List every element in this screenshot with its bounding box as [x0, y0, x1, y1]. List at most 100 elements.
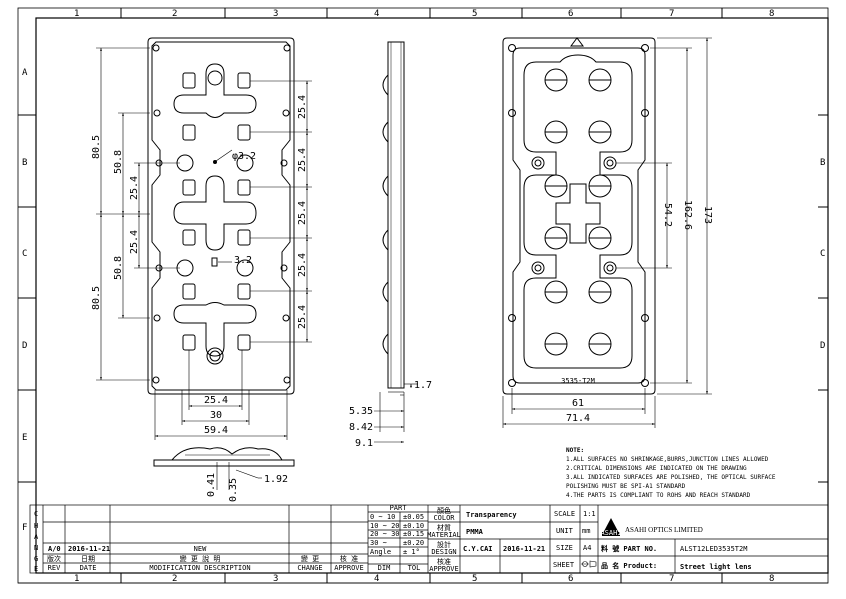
col-rev-label: 版次 [47, 554, 61, 563]
tolerance-range: 20 ~ 30 [370, 530, 400, 538]
row-label: D [22, 341, 27, 351]
tolerance-value: ±0.15 [403, 530, 424, 538]
note-line: POLISHING MUST BE SPI-A1 STANDARD [566, 483, 686, 490]
dim-r-25-4-5: 25.4 [297, 305, 308, 329]
part-number: ALST12LED3535T2M [680, 545, 747, 553]
scale-value: 1:1 [583, 510, 596, 518]
col-label: 4 [374, 9, 379, 19]
company-logo-icon: ASAHI [600, 518, 622, 537]
row-label: B [22, 158, 27, 168]
change-letter: C [34, 510, 38, 518]
size-label: SIZE [556, 544, 573, 552]
color-label: 顏色 [437, 506, 451, 515]
col-change-label: 變 更 [301, 554, 319, 563]
col-rev-label-en: REV [48, 564, 61, 572]
material-value: PMMA [466, 528, 484, 536]
dim-50-8-bottom: 50.8 [113, 256, 124, 280]
dim-r-25-4-2: 25.4 [297, 148, 308, 172]
dim-162-6: 162.6 [682, 200, 693, 230]
note-line: 3.ALL INDICATED SURFACES ARE POLISHED, T… [566, 474, 776, 481]
scale-label: SCALE [554, 510, 575, 518]
dim-25-4-a: 25.4 [129, 176, 140, 200]
change-letter: A [34, 533, 39, 541]
dim-80-5-top: 80.5 [91, 135, 102, 159]
design-label-en: DESIGN [431, 548, 456, 556]
dim-3-2: 3.2 [234, 255, 252, 266]
dim-80-5-bottom: 80.5 [91, 286, 102, 310]
notes-title: NOTE: [566, 447, 584, 454]
col-label: 3 [273, 9, 278, 19]
svg-text:ASAHI: ASAHI [600, 529, 621, 537]
revision-description: NEW [194, 545, 207, 553]
dim-0-35: 0.35 [228, 478, 239, 502]
dim-71-4: 71.4 [566, 413, 590, 424]
col-label: 5 [472, 9, 477, 19]
approve-label: 核准 [437, 557, 451, 566]
back-view: 3535-T2M 54.2 162.6 173 6 [502, 37, 713, 428]
tolerance-tol-label: TOL [408, 564, 421, 572]
design-label: 設計 [437, 540, 451, 549]
dim-1-92: 1.92 [264, 474, 288, 485]
dim-width-30: 30 [210, 410, 222, 421]
dim-5-35: 5.35 [349, 406, 373, 417]
projection-symbol-icon [581, 560, 597, 568]
dim-54-2: 54.2 [662, 203, 673, 227]
tolerance-range: 0 ~ 10 [370, 513, 395, 521]
dim-r-25-4-4: 25.4 [297, 253, 308, 277]
side-view: 1.7 5.35 8.42 9.1 [349, 41, 432, 449]
dim-width-25-4: 25.4 [204, 395, 228, 406]
product-name: Street light lens [680, 563, 752, 571]
approve-label-en: APPROVE [429, 565, 459, 573]
unit-value: mm [582, 527, 590, 535]
color-label-en: COLOR [433, 514, 455, 522]
dim-173: 173 [702, 206, 713, 224]
dim-25-4-b: 25.4 [129, 230, 140, 254]
change-letter: H [34, 522, 38, 530]
change-letter: N [34, 544, 38, 552]
col-label: 8 [769, 9, 774, 19]
tolerance-header: PART [390, 504, 408, 512]
col-label: 2 [172, 574, 177, 584]
tolerance-value: ±0.05 [403, 513, 424, 521]
dim-50-8-top: 50.8 [113, 150, 124, 174]
change-letter: E [34, 565, 38, 573]
col-label: 6 [568, 9, 573, 19]
row-label: B [820, 158, 825, 168]
title-block: C H A N G E A/0 2016-11-21 NEW 版次 REV 日期… [29, 504, 829, 574]
grid-labels: 1 2 3 4 5 6 7 8 1 2 3 4 5 6 7 8 A B C D … [22, 9, 825, 584]
col-date-label-en: DATE [80, 564, 97, 572]
row-label: C [820, 249, 825, 259]
dim-8-42: 8.42 [349, 422, 373, 433]
col-label: 8 [769, 574, 774, 584]
part-number-label: 料 號 PART NO. [601, 544, 657, 553]
sheet-label: SHEET [553, 561, 575, 569]
col-desc-label: 變 更 說 明 [180, 554, 221, 563]
dim-r-25-4-3: 25.4 [297, 201, 308, 225]
dim-1-7: 1.7 [414, 380, 432, 391]
tolerance-value: ± 1° [403, 548, 420, 556]
tolerance-dim-label: DIM [378, 564, 391, 572]
color-value: Transparency [466, 511, 517, 519]
col-desc-label-en: MODIFICATION DESCRIPTION [149, 564, 250, 572]
material-label-en: MATERIAL [427, 531, 461, 539]
unit-label: UNIT [556, 527, 574, 535]
col-approve-label: 核 准 [340, 554, 358, 563]
row-label: F [22, 523, 27, 533]
note-line: 4.THE PARTS IS COMPLIANT TO ROHS AND REA… [566, 492, 751, 499]
row-label: A [22, 68, 28, 78]
col-label: 1 [74, 9, 79, 19]
col-label: 7 [669, 9, 674, 19]
note-line: 2.CRITICAL DIMENSIONS ARE INDICATED ON T… [566, 465, 747, 472]
row-label: E [22, 433, 27, 443]
tolerance-range: Angle [370, 548, 391, 556]
revision-value: A/0 [48, 545, 61, 553]
col-label: 5 [472, 574, 477, 584]
product-label: 品 名 Product: [601, 561, 657, 570]
col-date-label: 日期 [81, 555, 95, 563]
dim-61: 61 [572, 398, 584, 409]
change-letter: G [34, 555, 38, 563]
col-approve-label-en: APPROVE [334, 564, 364, 572]
tolerance-range: 10 ~ 20 [370, 522, 400, 530]
row-label: D [820, 341, 825, 351]
